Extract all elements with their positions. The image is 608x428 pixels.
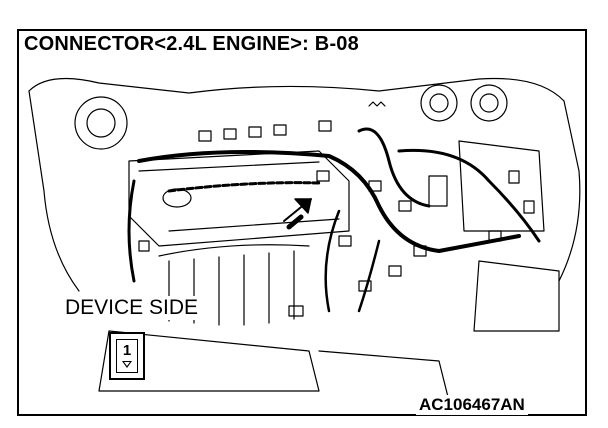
device-side-label: DEVICE SIDE (61, 296, 203, 320)
connector-pin-diagram: 1 (109, 332, 145, 380)
page-title: CONNECTOR<2.4L ENGINE>: B-08 (24, 33, 363, 56)
engine-bay-illustration (28, 77, 581, 402)
key-triangle-icon (122, 361, 132, 368)
diagram-frame (17, 29, 587, 416)
figure-code: AC106467AN (416, 395, 528, 415)
connector-cavity: 1 (116, 339, 138, 373)
pin-number: 1 (122, 342, 132, 359)
